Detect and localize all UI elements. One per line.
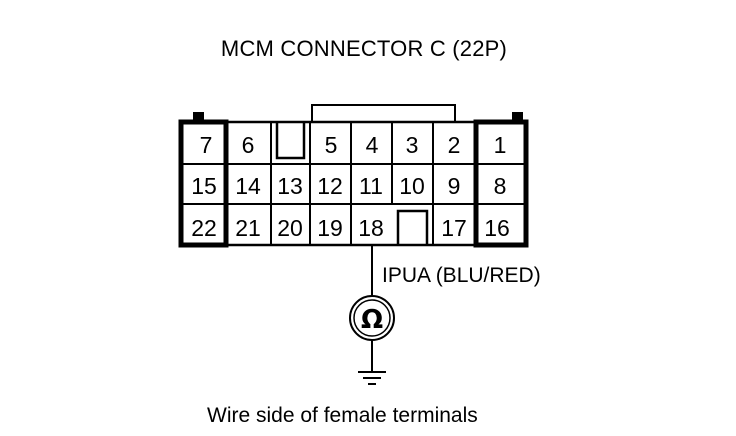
terminal-label: 17	[441, 215, 467, 241]
terminal-label: 18	[358, 215, 384, 241]
connector-tab-left	[193, 112, 204, 124]
terminal-label: 13	[277, 173, 303, 199]
terminal-label: 21	[235, 215, 261, 241]
terminal-label: 3	[406, 132, 419, 158]
terminal-label: 14	[235, 173, 261, 199]
terminal-labels: 7 6 5 4 3 2 1 15 14 13 12 11 10 9 8 22 2…	[191, 132, 510, 241]
terminal-label: 6	[242, 132, 255, 158]
terminal-label: 1	[494, 132, 507, 158]
terminal-label: 4	[366, 132, 379, 158]
terminal-label: 19	[317, 215, 343, 241]
terminal-label: 12	[317, 173, 343, 199]
terminal-label: 8	[494, 173, 507, 199]
terminal-label: 22	[191, 215, 217, 241]
connector-title-text: MCM CONNECTOR C (22P)	[220, 36, 508, 61]
connector-key-notch-bottom	[396, 209, 429, 245]
terminal-label: 9	[448, 173, 461, 199]
connector-tab-right	[512, 112, 523, 124]
connector-grid	[181, 122, 526, 245]
terminal-label: 20	[277, 215, 303, 241]
ground-icon	[358, 371, 386, 385]
terminal-label: 16	[484, 215, 510, 241]
caption: Wire side of female terminals	[207, 404, 478, 427]
connector-title: MCM CONNECTOR C (22P)	[0, 36, 736, 62]
terminal-label: 5	[325, 132, 338, 158]
wire-label: IPUA (BLU/RED)	[382, 264, 541, 287]
ohmmeter-icon: Ω	[349, 295, 395, 341]
terminal-label: 7	[200, 132, 213, 158]
connector-key-notch-top	[275, 122, 306, 160]
terminal-label: 11	[359, 173, 383, 199]
terminal-label: 2	[448, 132, 461, 158]
ohm-symbol: Ω	[361, 305, 383, 335]
terminal-label: 10	[399, 173, 425, 199]
terminal-label: 15	[191, 173, 217, 199]
connector-latch	[311, 104, 456, 122]
